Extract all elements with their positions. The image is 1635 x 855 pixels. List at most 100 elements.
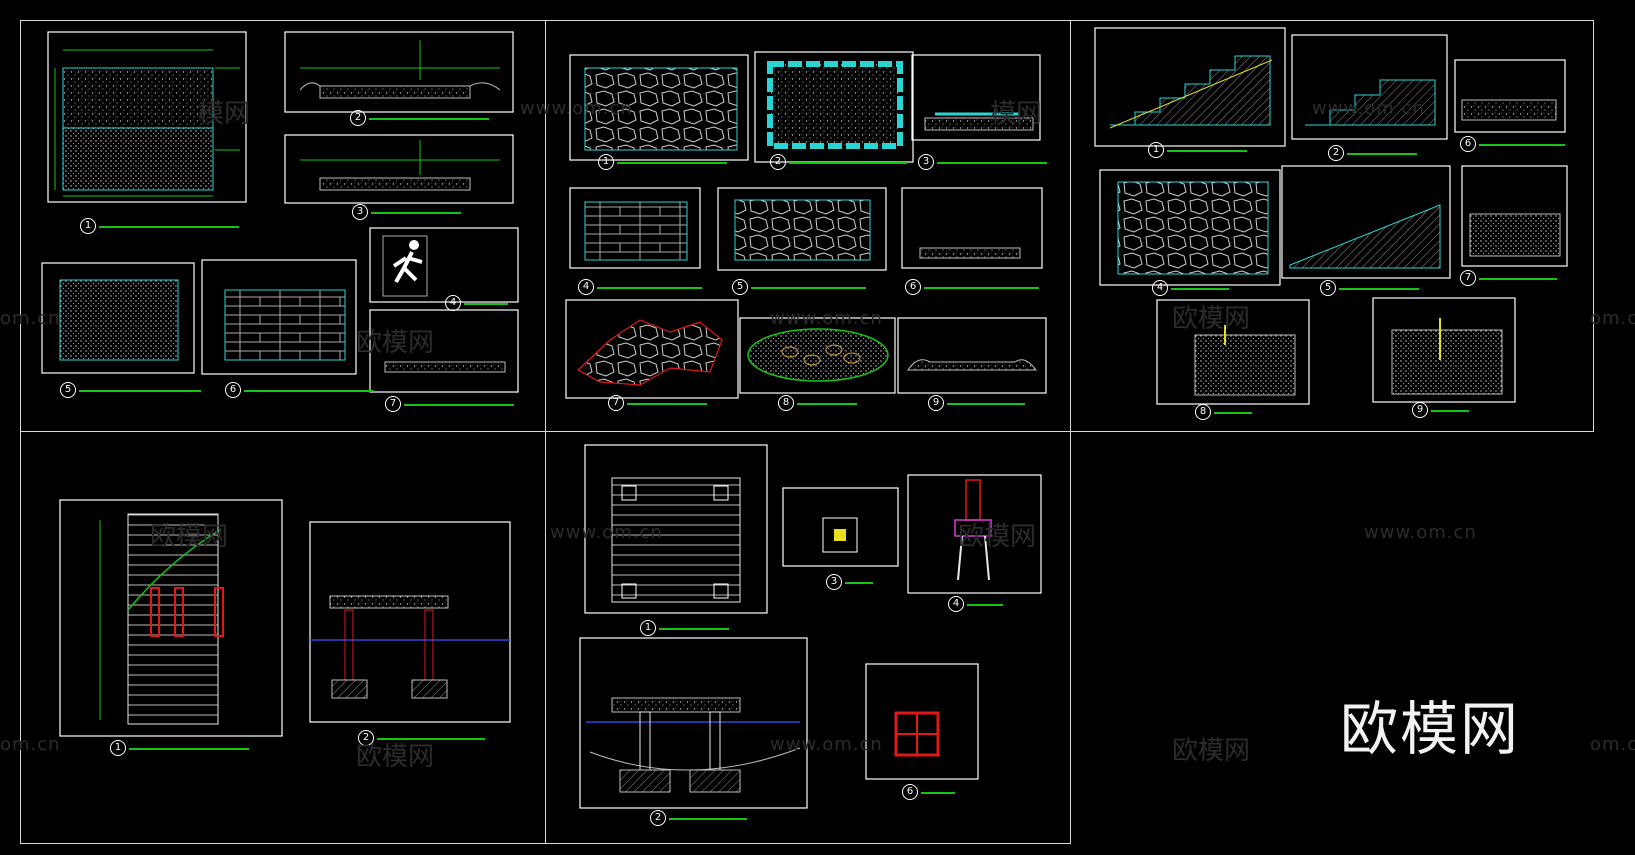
detail-1-deck-plan <box>584 444 768 614</box>
detail-label-6: 6 <box>905 279 1039 295</box>
detail-number-badge: 7 <box>385 396 401 412</box>
detail-number-badge: 2 <box>650 810 666 826</box>
detail-label-5: 5 <box>60 382 201 398</box>
detail-label-1: 1 <box>110 740 249 756</box>
detail-label-2: 2 <box>650 810 747 826</box>
detail-label-3: 3 <box>826 574 873 590</box>
detail-label-9: 9 <box>1412 402 1469 418</box>
detail-label-1: 1 <box>1148 142 1247 158</box>
detail-2-tile-plan <box>754 51 914 163</box>
detail-5-steps-section <box>1281 165 1451 279</box>
detail-4-brick-plan <box>569 187 701 269</box>
detail-5-plan <box>41 262 195 374</box>
detail-label-5: 5 <box>732 279 866 295</box>
watermark-name: 模网 <box>990 99 1043 129</box>
detail-8-plan <box>739 317 896 394</box>
detail-label-3: 3 <box>918 154 1047 170</box>
detail-label-6: 6 <box>902 784 955 800</box>
detail-number-badge: 7 <box>608 395 624 411</box>
detail-4-stone-wall <box>1099 169 1281 286</box>
detail-number-badge: 1 <box>1148 142 1164 158</box>
detail-label-6: 6 <box>225 382 374 398</box>
detail-label-9: 9 <box>928 395 1025 411</box>
detail-number-badge: 5 <box>1320 280 1336 296</box>
detail-3-post-plan <box>782 487 899 567</box>
detail-3-section <box>911 54 1041 141</box>
sheet-top-right <box>1070 20 1594 432</box>
detail-8-section <box>1156 299 1310 405</box>
detail-label-2: 2 <box>350 110 489 126</box>
detail-label-2: 2 <box>1328 145 1417 161</box>
watermark-name: 欧模网 <box>958 522 1037 552</box>
detail-6-column-section <box>865 663 979 780</box>
watermark-name: 欧模网 <box>1172 736 1251 766</box>
detail-number-badge: 2 <box>350 110 366 126</box>
detail-number-badge: 5 <box>732 279 748 295</box>
watermark-site-short: om.cn <box>0 734 61 755</box>
detail-1-boardwalk-plan <box>59 499 283 737</box>
detail-number-badge: 4 <box>578 279 594 295</box>
detail-number-badge: 4 <box>948 596 964 612</box>
detail-2-boardwalk-section <box>309 521 511 723</box>
detail-number-badge: 6 <box>1460 136 1476 152</box>
watermark-site-short: om.cn <box>0 308 61 329</box>
detail-label-4: 4 <box>578 279 702 295</box>
detail-label-4: 4 <box>1152 280 1229 296</box>
detail-1-stone-plan <box>569 54 749 161</box>
detail-label-3: 3 <box>352 204 461 220</box>
detail-number-badge: 1 <box>80 218 96 234</box>
detail-number-badge: 9 <box>1412 402 1428 418</box>
detail-number-badge: 6 <box>905 279 921 295</box>
detail-label-6: 6 <box>1460 136 1565 152</box>
watermark-name: 模网 <box>198 99 251 129</box>
watermark-site: www.om.cn <box>770 308 883 329</box>
detail-9-section <box>897 317 1047 394</box>
detail-1-plan <box>47 31 247 203</box>
detail-5-stone-plan <box>717 187 887 271</box>
detail-number-badge: 5 <box>60 382 76 398</box>
detail-1-steps-section <box>1094 27 1286 147</box>
detail-label-8: 8 <box>1195 404 1252 420</box>
detail-7-stepping-stones <box>565 299 739 399</box>
detail-number-badge: 3 <box>918 154 934 170</box>
sheet-bottom-middle <box>545 431 1071 844</box>
detail-label-4: 4 <box>948 596 1003 612</box>
detail-label-1: 1 <box>598 154 727 170</box>
detail-3-section <box>284 134 514 204</box>
detail-7-section <box>1461 165 1568 267</box>
detail-4-figure <box>369 227 519 303</box>
detail-label-1: 1 <box>640 620 729 636</box>
watermark-site: www.om.cn <box>1312 98 1425 119</box>
detail-label-5: 5 <box>1320 280 1419 296</box>
detail-number-badge: 2 <box>770 154 786 170</box>
detail-2-section <box>284 31 514 113</box>
detail-label-2: 2 <box>358 730 485 746</box>
detail-label-7: 7 <box>1460 270 1557 286</box>
detail-7-section <box>369 309 519 393</box>
detail-number-badge: 6 <box>225 382 241 398</box>
detail-label-4: 4 <box>445 295 508 311</box>
detail-4-post-section <box>907 474 1042 594</box>
detail-2-steps-section <box>1291 34 1448 140</box>
detail-9-section <box>1372 297 1516 403</box>
detail-6-section <box>1454 59 1566 133</box>
detail-number-badge: 7 <box>1460 270 1476 286</box>
watermark-site: www.om.cn <box>770 734 883 755</box>
detail-number-badge: 4 <box>445 295 461 311</box>
detail-number-badge: 4 <box>1152 280 1168 296</box>
detail-number-badge: 3 <box>352 204 368 220</box>
watermark-site-short: om.cn <box>1590 308 1635 329</box>
detail-label-1: 1 <box>80 218 239 234</box>
detail-number-badge: 8 <box>1195 404 1211 420</box>
watermark-site-short: om.cn <box>1590 734 1635 755</box>
detail-number-badge: 1 <box>640 620 656 636</box>
detail-number-badge: 2 <box>358 730 374 746</box>
detail-label-7: 7 <box>608 395 707 411</box>
watermark-name: 欧模网 <box>356 328 435 358</box>
detail-6-plan <box>201 259 357 375</box>
detail-number-badge: 3 <box>826 574 842 590</box>
detail-label-7: 7 <box>385 396 514 412</box>
watermark-name: 欧模网 <box>150 522 229 552</box>
